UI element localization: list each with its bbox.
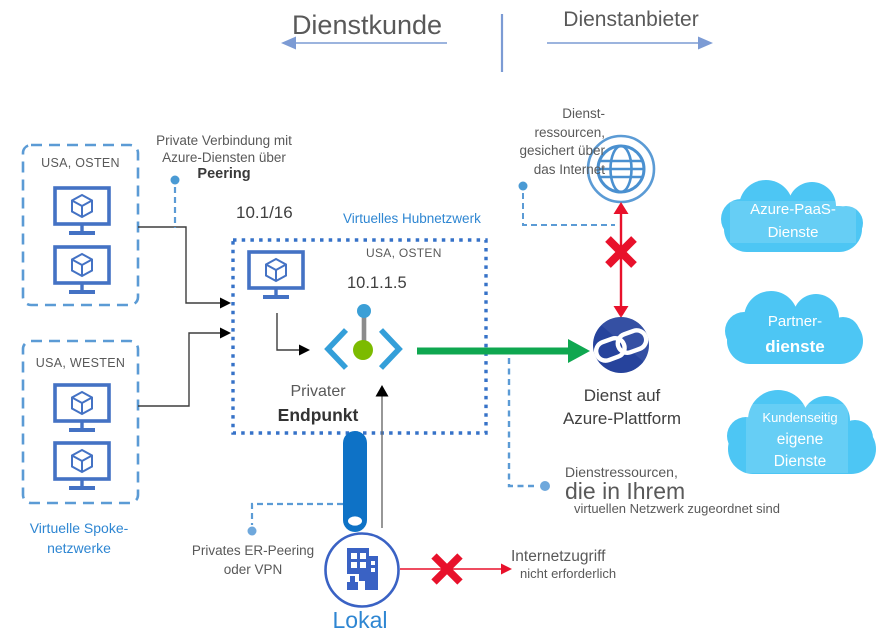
spoke-vnet-box-west: [21, 339, 140, 505]
vm-monitor-icon: [53, 186, 111, 235]
service-resources-note-line2: die in Ihrem: [565, 478, 686, 504]
service-resources-note-line1: Dienstressourcen,: [565, 464, 678, 480]
private-endpoint-label-line2: Endpunkt: [277, 405, 359, 425]
x-mark-icon: [431, 553, 463, 585]
peering-note-line2: Azure-Diensten über: [162, 150, 286, 165]
peering-note-line1: Private Verbindung mit: [156, 133, 292, 148]
vm-monitor-icon: [53, 383, 111, 432]
vm-to-endpoint-arrow: [276, 313, 310, 356]
cloud-partner: [725, 291, 863, 364]
vpn-tunnel-pill: [343, 431, 367, 532]
spoke-west-region-label: USA, WESTEN: [35, 356, 126, 370]
spoke-networks-caption: Virtuelle Spoke- netzwerke: [29, 520, 129, 556]
service-resources-note-line3: virtuellen Netzwerk zugeordnet sind: [574, 501, 780, 516]
no-internet-note-line1: Internetzugriff: [511, 548, 606, 565]
leader-dot: [540, 481, 550, 491]
green-traffic-arrow: [417, 339, 590, 363]
spoke-west-connector: [138, 327, 231, 407]
cloud-partner-label: Partner- dienste: [765, 313, 825, 356]
onprem-label: Lokal: [332, 607, 388, 633]
provider-arrow: [547, 36, 713, 50]
customer-section-title: Dienstkunde: [291, 10, 443, 40]
peering-note-line3: Peering: [197, 166, 251, 182]
peering-leader: [170, 175, 180, 228]
hub-cidr-label: 10.1/16: [236, 203, 293, 222]
spoke-east-region-label: USA, OSTEN: [41, 156, 120, 170]
cloud-customer-label: Kundenseitig eigene Dienste: [762, 410, 838, 470]
vm-monitor-icon: [247, 250, 305, 299]
hub-vnet-box: [231, 238, 488, 435]
vm-monitor-icon: [53, 441, 111, 490]
internet-resources-note: Dienst- ressourcen, gesichert über das I…: [519, 106, 605, 177]
building-icon: [347, 548, 378, 590]
private-endpoint-label-line1: Privater: [290, 383, 346, 400]
cloud-azure-paas: [721, 180, 863, 252]
no-internet-line: [400, 553, 512, 585]
internet-leader: [518, 181, 615, 226]
peering-leader-dot: [170, 175, 180, 185]
customer-arrow: [281, 36, 447, 50]
leader-dot: [247, 526, 257, 536]
no-internet-note-line2: nicht erforderlich: [520, 566, 617, 581]
spoke-east-connector: [138, 226, 231, 309]
provider-section-title: Dienstanbieter: [563, 8, 699, 31]
er-peering-leader: [247, 502, 343, 536]
blocked-internet-arrow: [605, 202, 637, 318]
endpoint-ip-label: 10.1.1.5: [347, 274, 407, 292]
hub-region-label: USA, OSTEN: [366, 246, 442, 260]
private-link-icon: [593, 314, 653, 373]
cloud-label-highlight: [746, 404, 848, 473]
peering-note: Private Verbindung mit Azure-Diensten üb…: [148, 132, 300, 183]
globe-icon: [586, 134, 656, 204]
cloud-azure-paas-label: Azure-PaaS- Dienste: [750, 201, 836, 241]
service-resources-leader: [507, 358, 550, 491]
hub-network-title: Virtuelles Hubnetzwerk: [343, 211, 481, 226]
spoke-vnet-box-east: [21, 143, 140, 307]
cloud-label-highlight: [730, 201, 856, 243]
private-endpoint-icon: [324, 304, 403, 370]
er-peering-note: Privates ER-Peering oder VPN: [191, 543, 315, 577]
vm-monitor-icon: [53, 245, 111, 294]
onprem-to-endpoint-arrow: [375, 385, 389, 528]
azure-service-label: Dienst auf Azure-Plattform: [562, 386, 682, 428]
cloud-customer: [727, 390, 876, 474]
leader-dot: [518, 181, 528, 191]
x-mark-icon: [605, 236, 637, 268]
